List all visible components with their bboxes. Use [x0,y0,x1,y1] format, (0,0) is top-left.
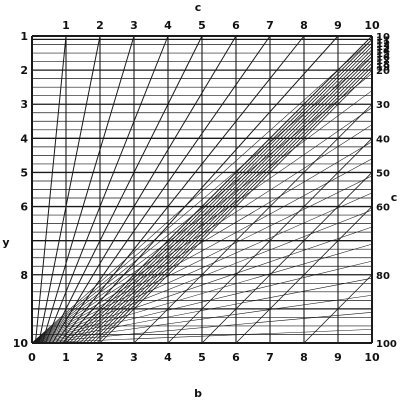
c-ray-line [96,66,373,344]
c-ray-line [51,35,237,344]
left-tick-label: 4 [20,132,28,145]
c-ray-line [133,103,373,344]
c-rays [31,35,373,344]
c-ray-line [31,158,373,344]
c-ray-line [65,35,373,344]
c-ray-line [62,35,339,344]
left-tick-label: 1 [20,30,28,43]
c-ray-line [31,294,373,344]
bottom-tick-label: 2 [96,351,104,364]
left-tick-label: 5 [20,166,28,179]
top-axis-title: c [195,1,202,14]
bottom-axis-title: b [194,387,202,400]
c-ray-line [167,138,373,344]
left-tick-label: 8 [20,269,28,282]
right-tick-label: 13 [376,42,390,53]
bottom-tick-label: 9 [334,351,342,364]
right-tick-label: 50 [376,168,390,179]
c-ray-line [31,107,373,344]
c-ray-line [31,141,373,344]
bottom-tick-label: 1 [62,351,70,364]
right-tick-label: 10 [376,32,390,43]
right-tick-label: 17 [376,56,390,67]
bottom-tick-label: 8 [300,351,308,364]
right-tick-label: 11 [376,35,390,46]
right-tick-label: 30 [376,100,390,111]
bottom-tick-label: 5 [198,351,206,364]
c-ray-line [31,277,373,344]
right-tick-label: 19 [376,63,390,74]
c-ray-line [31,329,373,344]
right-tick-label: 100 [376,339,397,350]
c-ray-line [201,172,373,344]
c-ray-line [55,35,271,344]
c-ray-line [31,192,373,344]
left-tick-label: 2 [20,64,28,77]
bottom-tick-label: 4 [164,351,172,364]
top-tick-label: 5 [198,19,206,32]
right-tick-label: 40 [376,134,390,145]
left-tick-label: 10 [13,337,29,350]
right-tick-label: 15 [376,49,390,60]
c-ray-line [31,260,373,344]
bottom-tick-label: 0 [28,351,36,364]
c-ray-line [31,243,373,344]
bottom-tick-label: 3 [130,351,138,364]
c-ray-line [31,209,373,344]
chart-frame [31,35,373,344]
c-ray-line [89,59,373,344]
c-ray-line [31,90,373,344]
c-ray-line [48,35,203,344]
right-tick-label: 60 [376,203,390,214]
c-ray-line [75,45,373,344]
right-tick-label: 16 [376,52,390,63]
left-axis-title: y [2,236,9,249]
top-tick-label: 2 [96,19,104,32]
left-tick-label: 6 [20,201,28,214]
c-ray-line [31,39,373,344]
bottom-tick-label: 10 [364,351,380,364]
c-ray-line [34,35,67,344]
c-ray-line [72,42,373,344]
c-ray-line [92,63,373,344]
c-ray-line [31,124,373,344]
top-tick-label: 9 [334,19,342,32]
c-ray-line [58,35,305,344]
bottom-tick-label: 7 [266,351,274,364]
top-tick-label: 10 [364,19,380,32]
c-ray-line [31,175,373,344]
right-tick-label: 14 [376,46,390,57]
left-tick-label: 3 [20,98,28,111]
c-ray-line [38,35,101,344]
top-tick-label: 6 [232,19,240,32]
right-tick-label: 18 [376,59,390,70]
c-ray-line [31,56,373,344]
right-tick-label: 80 [376,271,390,282]
right-tick-label: 20 [376,66,390,77]
c-ray-line [86,56,373,344]
top-tick-label: 7 [266,19,274,32]
top-tick-label: 8 [300,19,308,32]
c-ray-line [41,35,135,344]
c-ray-line [31,312,373,344]
c-ray-line [31,226,373,344]
top-tick-label: 1 [62,19,70,32]
top-tick-label: 3 [130,19,138,32]
c-ray-line [69,39,373,344]
bottom-tick-label: 6 [232,351,240,364]
c-ray-line [45,35,169,344]
c-ray-line [99,69,373,344]
top-tick-label: 4 [164,19,172,32]
c-ray-line [235,206,373,344]
right-axis-title: c [391,191,398,204]
c-ray-line [31,73,373,344]
right-tick-label: 12 [376,39,390,50]
c-ray-line [79,49,373,344]
